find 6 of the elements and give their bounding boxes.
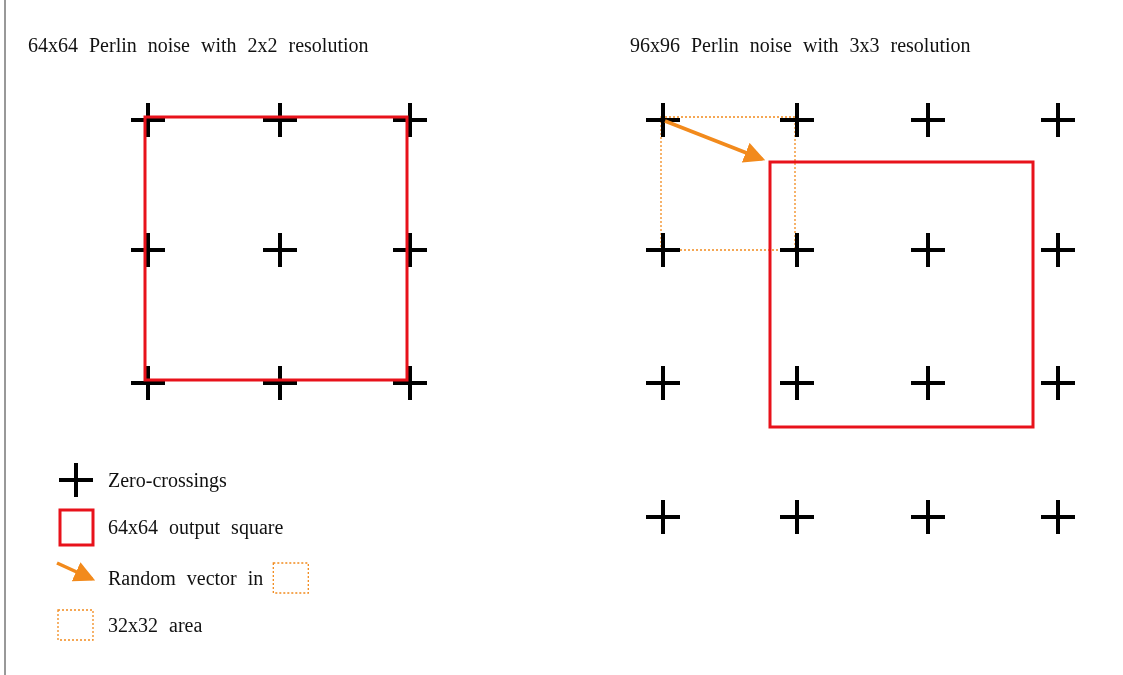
legend-label: 32x32 area [108,613,203,637]
panel-title: 96x96 Perlin noise with 3x3 resolution [630,33,971,57]
legend-label: Zero-crossings [108,468,227,492]
legend-label: Random vector in [108,566,264,590]
panel-title: 64x64 Perlin noise with 2x2 resolution [28,33,369,57]
legend-label: 64x64 output square [108,515,284,539]
